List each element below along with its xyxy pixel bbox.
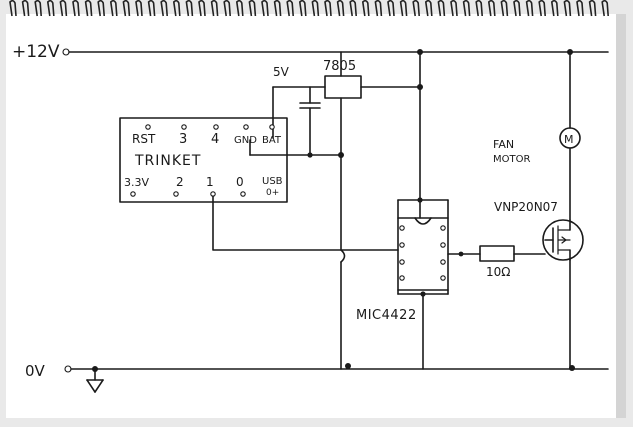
positive-rail: +12V: [12, 42, 609, 62]
spiral-ring: [550, 0, 559, 17]
ground-rail-label: 0V: [25, 362, 46, 380]
paper-right-edge-shadow: [616, 14, 626, 418]
regulator-part-label: 7805: [323, 59, 356, 74]
pin-label-0: 0: [236, 175, 244, 189]
spiral-ring: [324, 0, 332, 17]
voltage-regulator: 7805: [323, 51, 362, 370]
spiral-ring: [34, 0, 42, 17]
spiral-ring: [336, 0, 345, 17]
spiral-ring: [487, 0, 496, 17]
pin-label-gnd: GND: [234, 135, 257, 146]
spiral-ring: [185, 0, 194, 17]
spiral-ring: [235, 0, 244, 17]
spiral-ring: [462, 0, 471, 17]
pin-label-3: 3: [179, 132, 187, 147]
motor-symbol: M: [564, 133, 574, 146]
spiral-ring: [525, 0, 534, 17]
pin-label-4: 4: [211, 132, 219, 147]
motor-label-line1: FAN: [493, 138, 514, 151]
spiral-ring: [500, 0, 509, 17]
spiral-ring: [399, 0, 408, 17]
spiral-ring: [374, 0, 383, 17]
spiral-ring: [261, 0, 269, 17]
spiral-ring: [84, 0, 93, 17]
positive-rail-label: +12V: [12, 42, 60, 62]
spiral-ring: [424, 0, 433, 17]
spiral-ring: [46, 0, 55, 17]
trinket-name: TRINKET: [134, 153, 201, 169]
pin-label-2: 2: [176, 175, 184, 189]
spiral-ring: [513, 0, 521, 17]
spiral-ring: [122, 0, 131, 17]
spiral-ring: [21, 0, 30, 17]
spiral-ring: [198, 0, 206, 17]
spiral-ring: [437, 0, 446, 17]
spiral-ring: [59, 0, 68, 17]
spiral-ring: [286, 0, 294, 17]
pin-label-usb: USB: [262, 176, 283, 187]
spiral-ring: [172, 0, 181, 17]
resistor-value-label: 10Ω: [486, 265, 510, 279]
spiral-ring: [412, 0, 420, 17]
spiral-ring: [349, 0, 357, 17]
ground-rail: 0V: [25, 362, 609, 380]
spiral-ring: [135, 0, 143, 17]
pin-label-rst: RST: [132, 132, 156, 146]
pin-label-3v3: 3.3V: [124, 176, 149, 189]
spiral-ring: [72, 0, 80, 17]
spiral-ring: [475, 0, 483, 17]
pin-label-1: 1: [206, 175, 214, 189]
spiral-ring: [9, 0, 17, 17]
spiral-ring: [160, 0, 168, 17]
spiral-ring: [588, 0, 597, 17]
spiral-ring: [210, 0, 219, 17]
spiral-ring: [273, 0, 282, 17]
spiral-ring: [109, 0, 118, 17]
mosfet-part-label: VNP20N07: [494, 200, 558, 214]
regulator-output-label: 5V: [273, 65, 290, 79]
spiral-ring: [538, 0, 546, 17]
spiral-ring: [97, 0, 105, 17]
driver-part-label: MIC4422: [356, 308, 417, 323]
spiral-ring: [311, 0, 320, 17]
spiral-ring: [450, 0, 458, 17]
spiral-ring: [298, 0, 307, 17]
spiral-ring: [223, 0, 231, 17]
spiral-ring: [361, 0, 370, 17]
spiral-ring: [147, 0, 156, 17]
spiral-ring: [563, 0, 572, 17]
pin-label-usb-plus: 0+: [266, 188, 279, 198]
spiral-binding: [9, 0, 609, 17]
spiral-ring: [576, 0, 584, 17]
pin-label-bat: BAT: [262, 135, 282, 146]
spiral-ring: [387, 0, 395, 17]
paper-background: [6, 14, 618, 418]
ground-symbol: [86, 366, 104, 393]
spiral-ring: [601, 0, 609, 17]
motor-label-line2: MOTOR: [493, 154, 530, 165]
power-mosfet: VNP20N07: [494, 200, 584, 261]
spiral-ring: [248, 0, 257, 17]
